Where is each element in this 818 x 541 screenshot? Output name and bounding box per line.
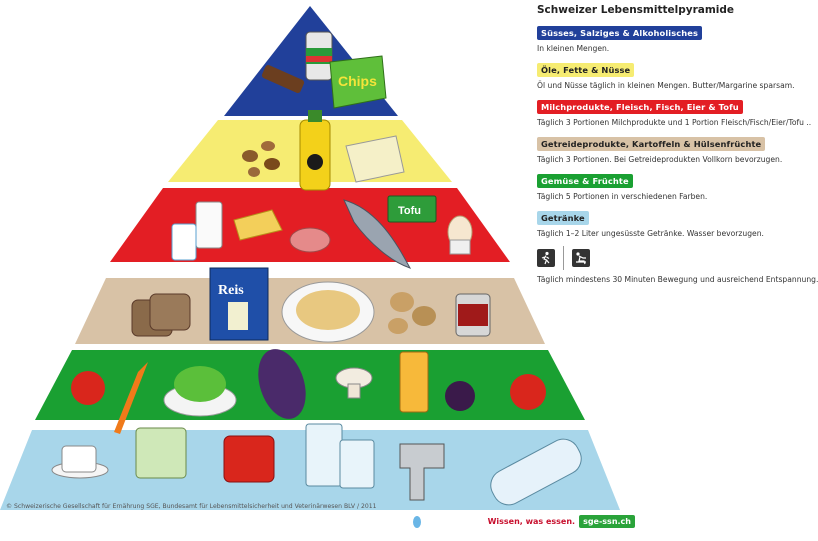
cola-can-icon <box>305 31 333 81</box>
legend-item-drinks: Getränke Täglich 1–2 Liter ungesüsste Ge… <box>537 206 799 238</box>
running-icon <box>537 249 555 267</box>
tofu-icon: Tofu <box>387 195 437 223</box>
relaxing-icon <box>572 249 590 267</box>
food-pyramid: Chips Tofu <box>0 6 620 528</box>
chocolate-bar-icon <box>261 65 305 93</box>
pasta-plate-icon <box>281 281 375 343</box>
oil-bottle-icon <box>299 110 331 191</box>
chips-bag-icon: Chips <box>329 55 387 109</box>
legend-desc: Öl und Nüsse täglich in kleinen Mengen. … <box>537 81 795 90</box>
bread-icon <box>131 293 191 337</box>
apple-icon <box>510 374 546 410</box>
legend: Schweizer Lebensmittelpyramide Süsses, S… <box>537 4 818 284</box>
legend-desc: In kleinen Mengen. <box>537 44 610 53</box>
coffee-cup-icon <box>51 445 109 479</box>
plum-icon <box>445 381 475 411</box>
beans-can-icon <box>455 293 491 337</box>
credit-text: © Schweizerische Gesellschaft für Ernähr… <box>6 503 377 510</box>
legend-item-fats: Öle, Fette & Nüsse Öl und Nüsse täglich … <box>537 58 799 90</box>
herbal-tea-icon <box>135 427 187 479</box>
tier-vegetables <box>35 350 585 420</box>
salad-icon <box>163 366 237 417</box>
activity-text: Täglich mindestens 30 Minuten Bewegung u… <box>537 275 818 284</box>
mushroom-icon <box>335 367 373 399</box>
potatoes-icon <box>388 292 436 334</box>
legend-badge: Milchprodukte, Fleisch, Fisch, Eier & To… <box>537 100 743 114</box>
legend-badge: Öle, Fette & Nüsse <box>537 63 635 77</box>
legend-badge: Getreideprodukte, Kartoffeln & Hülsenfrü… <box>537 137 766 151</box>
activity-separator <box>563 246 564 270</box>
legend-desc: Täglich 1–2 Liter ungesüsste Getränke. W… <box>537 229 764 238</box>
juice-glass-icon <box>399 351 429 413</box>
legend-badge: Getränke <box>537 211 589 225</box>
legend-item-sweets: Süsses, Salziges & Alkoholisches In klei… <box>537 21 799 53</box>
egg-icon <box>447 215 473 255</box>
meat-icon <box>289 227 331 253</box>
tea-mug-icon <box>223 435 275 483</box>
water-glass-icon <box>305 423 375 489</box>
legend-title: Schweizer Lebensmittelpyramide <box>537 4 735 16</box>
water-tap-icon <box>399 443 445 528</box>
footer-brand: Wissen, was essen. sge-ssn.ch <box>488 515 635 528</box>
legend-badge: Süsses, Salziges & Alkoholisches <box>537 26 703 40</box>
milk-glass-icon <box>195 201 223 249</box>
reis-label: Reis <box>218 283 244 298</box>
cheese-icon <box>233 209 283 241</box>
water-bottle-icon <box>490 438 582 506</box>
chips-label: Chips <box>338 73 377 89</box>
tofu-label: Tofu <box>398 205 421 217</box>
fish-icon <box>343 199 412 269</box>
rice-box-icon: Reis <box>209 267 269 341</box>
legend-desc: Täglich 3 Portionen. Bei Getreideprodukt… <box>537 155 783 164</box>
activity-icons <box>537 246 799 270</box>
tomato-icon <box>71 371 105 405</box>
yogurt-icon <box>171 223 197 261</box>
brand-link[interactable]: sge-ssn.ch <box>579 515 635 528</box>
slogan: Wissen, was essen. <box>487 517 576 526</box>
legend-desc: Täglich 5 Portionen in verschiedenen Far… <box>537 192 708 201</box>
activity-section: Täglich mindestens 30 Minuten Bewegung u… <box>537 246 818 284</box>
legend-badge: Gemüse & Früchte <box>537 174 633 188</box>
legend-item-grains: Getreideprodukte, Kartoffeln & Hülsenfrü… <box>537 132 799 164</box>
legend-item-vegetables: Gemüse & Früchte Täglich 5 Portionen in … <box>537 169 799 201</box>
eggplant-icon <box>258 349 306 419</box>
nuts-icon <box>242 141 280 177</box>
legend-item-protein: Milchprodukte, Fleisch, Fisch, Eier & To… <box>537 95 812 127</box>
legend-desc: Täglich 3 Portionen Milchprodukte und 1 … <box>537 118 812 127</box>
butter-icon <box>345 135 405 183</box>
carrot-icon <box>114 362 148 434</box>
